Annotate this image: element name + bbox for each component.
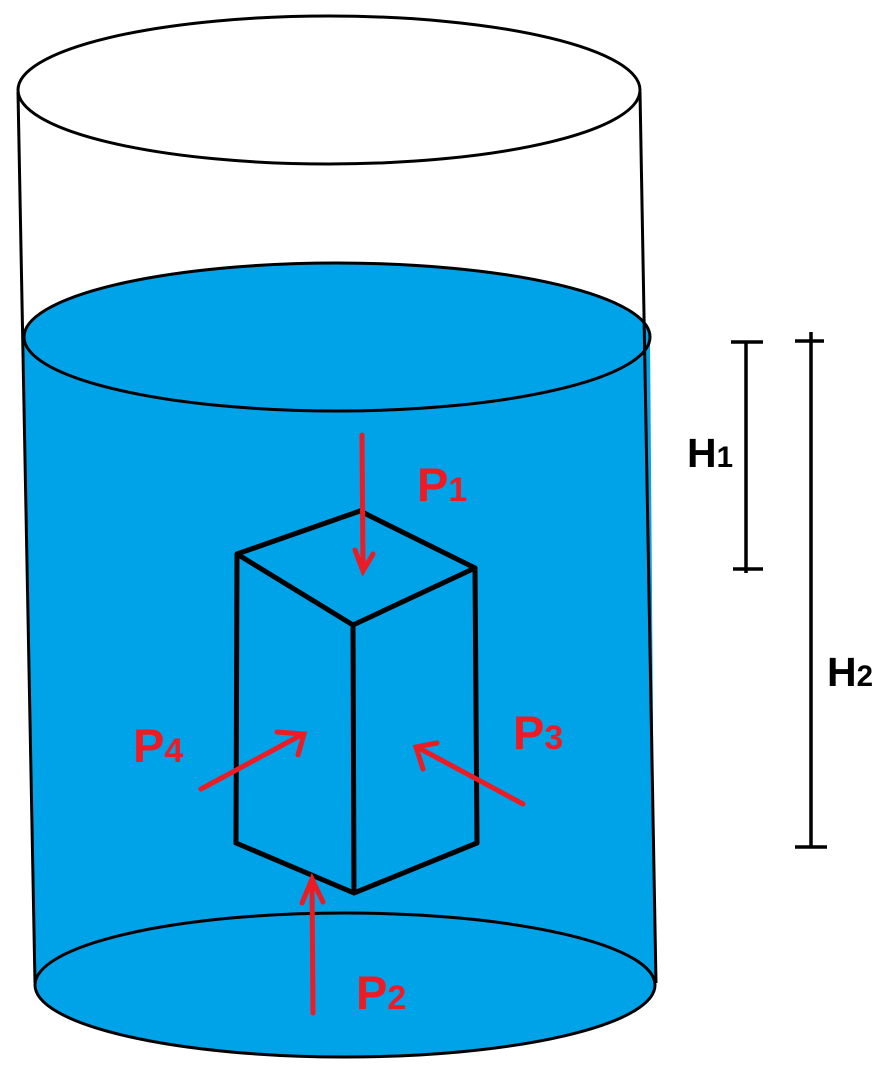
p2-main: P: [356, 966, 388, 1019]
p3-main: P: [513, 706, 545, 759]
pressure-label-p3: P3: [513, 709, 563, 756]
h2-main: H: [827, 649, 857, 695]
submerged-block: [233, 508, 480, 896]
water-surface-ellipse: [22, 261, 652, 413]
block-front-edge: [350, 622, 357, 896]
arrow-p3-toward-right-face: [412, 740, 526, 807]
cylinder-right-wall: [638, 91, 658, 984]
block-right-edge: [472, 565, 480, 846]
p1-subscript: 1: [448, 471, 468, 509]
water: [22, 261, 657, 1059]
cylinder-top-ellipse: [16, 14, 642, 166]
depth-label-h2: H2: [827, 652, 873, 693]
arrow-p1-down: [352, 432, 376, 577]
arrow-p1-head: [352, 547, 376, 577]
arrow-p1-shaft: [359, 432, 366, 572]
depth-label-h1: H1: [687, 433, 733, 474]
arrow-p3-head: [412, 740, 440, 772]
pressure-label-p4: P4: [133, 722, 183, 769]
p2-subscript: 2: [387, 979, 407, 1017]
pressure-arrows: [198, 432, 526, 1016]
arrow-p2-head: [299, 872, 326, 906]
pressure-label-p2: P2: [356, 969, 406, 1016]
block-left-edge: [233, 551, 240, 846]
p1-main: P: [417, 458, 449, 511]
arrow-p2-up: [299, 872, 326, 1016]
water-column: [24, 337, 655, 985]
arrow-p4-shaft: [198, 731, 306, 792]
pressure-label-p1: P1: [417, 461, 467, 508]
h1-main: H: [687, 430, 717, 476]
cylinder-left-wall: [16, 91, 37, 984]
arrow-p4-toward-left-face: [198, 729, 308, 792]
arrow-p4-head: [274, 729, 308, 758]
dimension-lines: [731, 332, 827, 849]
cylinder-bottom-ellipse: [33, 911, 657, 1059]
h2-subscript: 2: [856, 660, 874, 693]
p4-subscript: 4: [164, 732, 184, 770]
arrow-p2-shaft: [309, 878, 316, 1016]
cylinder: [16, 14, 658, 984]
p3-subscript: 3: [544, 719, 564, 757]
dimension-h2: [795, 332, 827, 849]
p4-main: P: [133, 719, 165, 772]
dimension-h1: [731, 340, 763, 573]
h1-subscript: 1: [716, 441, 734, 474]
arrow-p3-shaft: [414, 744, 526, 807]
block-bottom-edges: [233, 840, 480, 896]
